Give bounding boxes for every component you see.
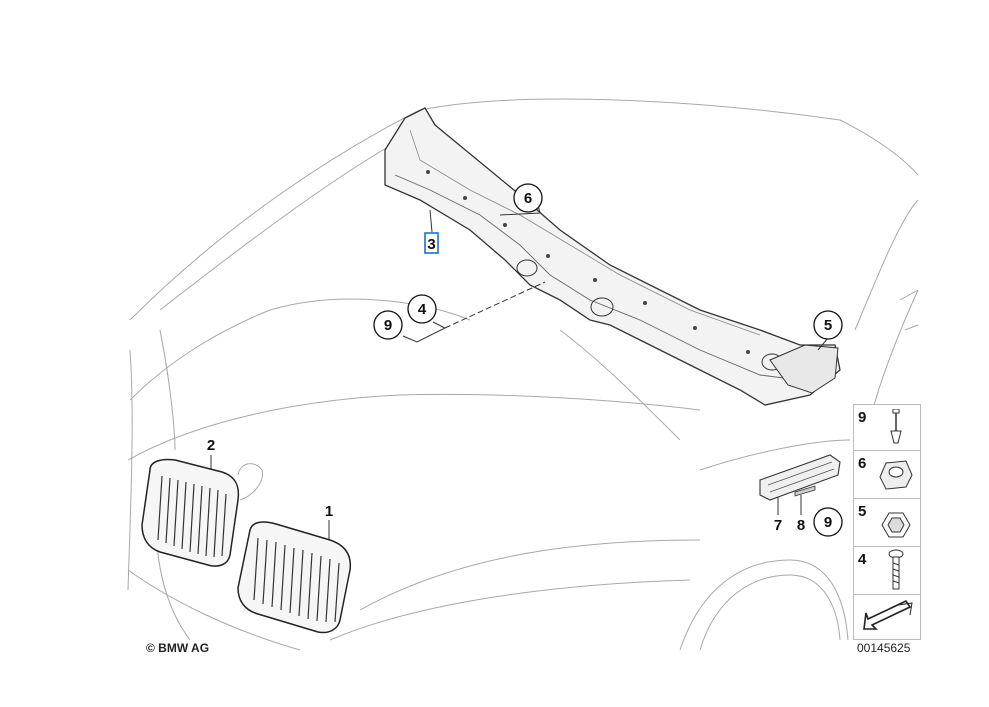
callout-circle-5 [813,310,843,340]
cowl-panel [384,107,841,406]
callout-circle-6 [513,183,543,213]
legend-number: 4 [858,551,867,568]
copyright-notice: © BMW AG [146,641,210,655]
callout-circle-9b [813,507,843,537]
callout-8: 8 [797,517,805,534]
callout-9a: 9 [384,317,392,334]
expanding-rivet-icon [879,460,913,490]
callout-9b: 9 [824,514,832,531]
legend-item-screw: 9 [853,404,921,452]
seal-strip-part [759,454,841,501]
screw-icon [890,409,902,444]
callout-3-highlight [424,232,439,254]
legend-item-bolt: 4 [853,546,921,596]
legend-item-nut: 5 [853,498,921,548]
callout-6: 6 [524,190,532,207]
callout-1: 1 [325,503,333,520]
direction-arrow-icon [863,599,913,630]
legend-number: 6 [858,455,867,472]
callout-circles [373,183,843,537]
bolt-icon [888,549,904,590]
callout-circle-9a [373,310,403,340]
callout-2: 2 [207,437,215,454]
hex-nut-icon [881,512,911,538]
callout-3: 3 [427,236,435,253]
callout-5: 5 [824,317,832,334]
legend-number: 9 [858,409,867,426]
callout-7: 7 [774,517,782,534]
legend-item-rivet: 6 [853,450,921,500]
legend-item-arrow [853,594,921,640]
car-body-outline [127,98,919,651]
diagram-id: 00145625 [857,641,911,655]
callout-circle-4 [407,294,437,324]
kidney-grille-left [141,458,240,567]
callout-4: 4 [418,301,427,318]
kidney-grille-right [237,521,352,634]
legend-number: 5 [858,503,867,520]
